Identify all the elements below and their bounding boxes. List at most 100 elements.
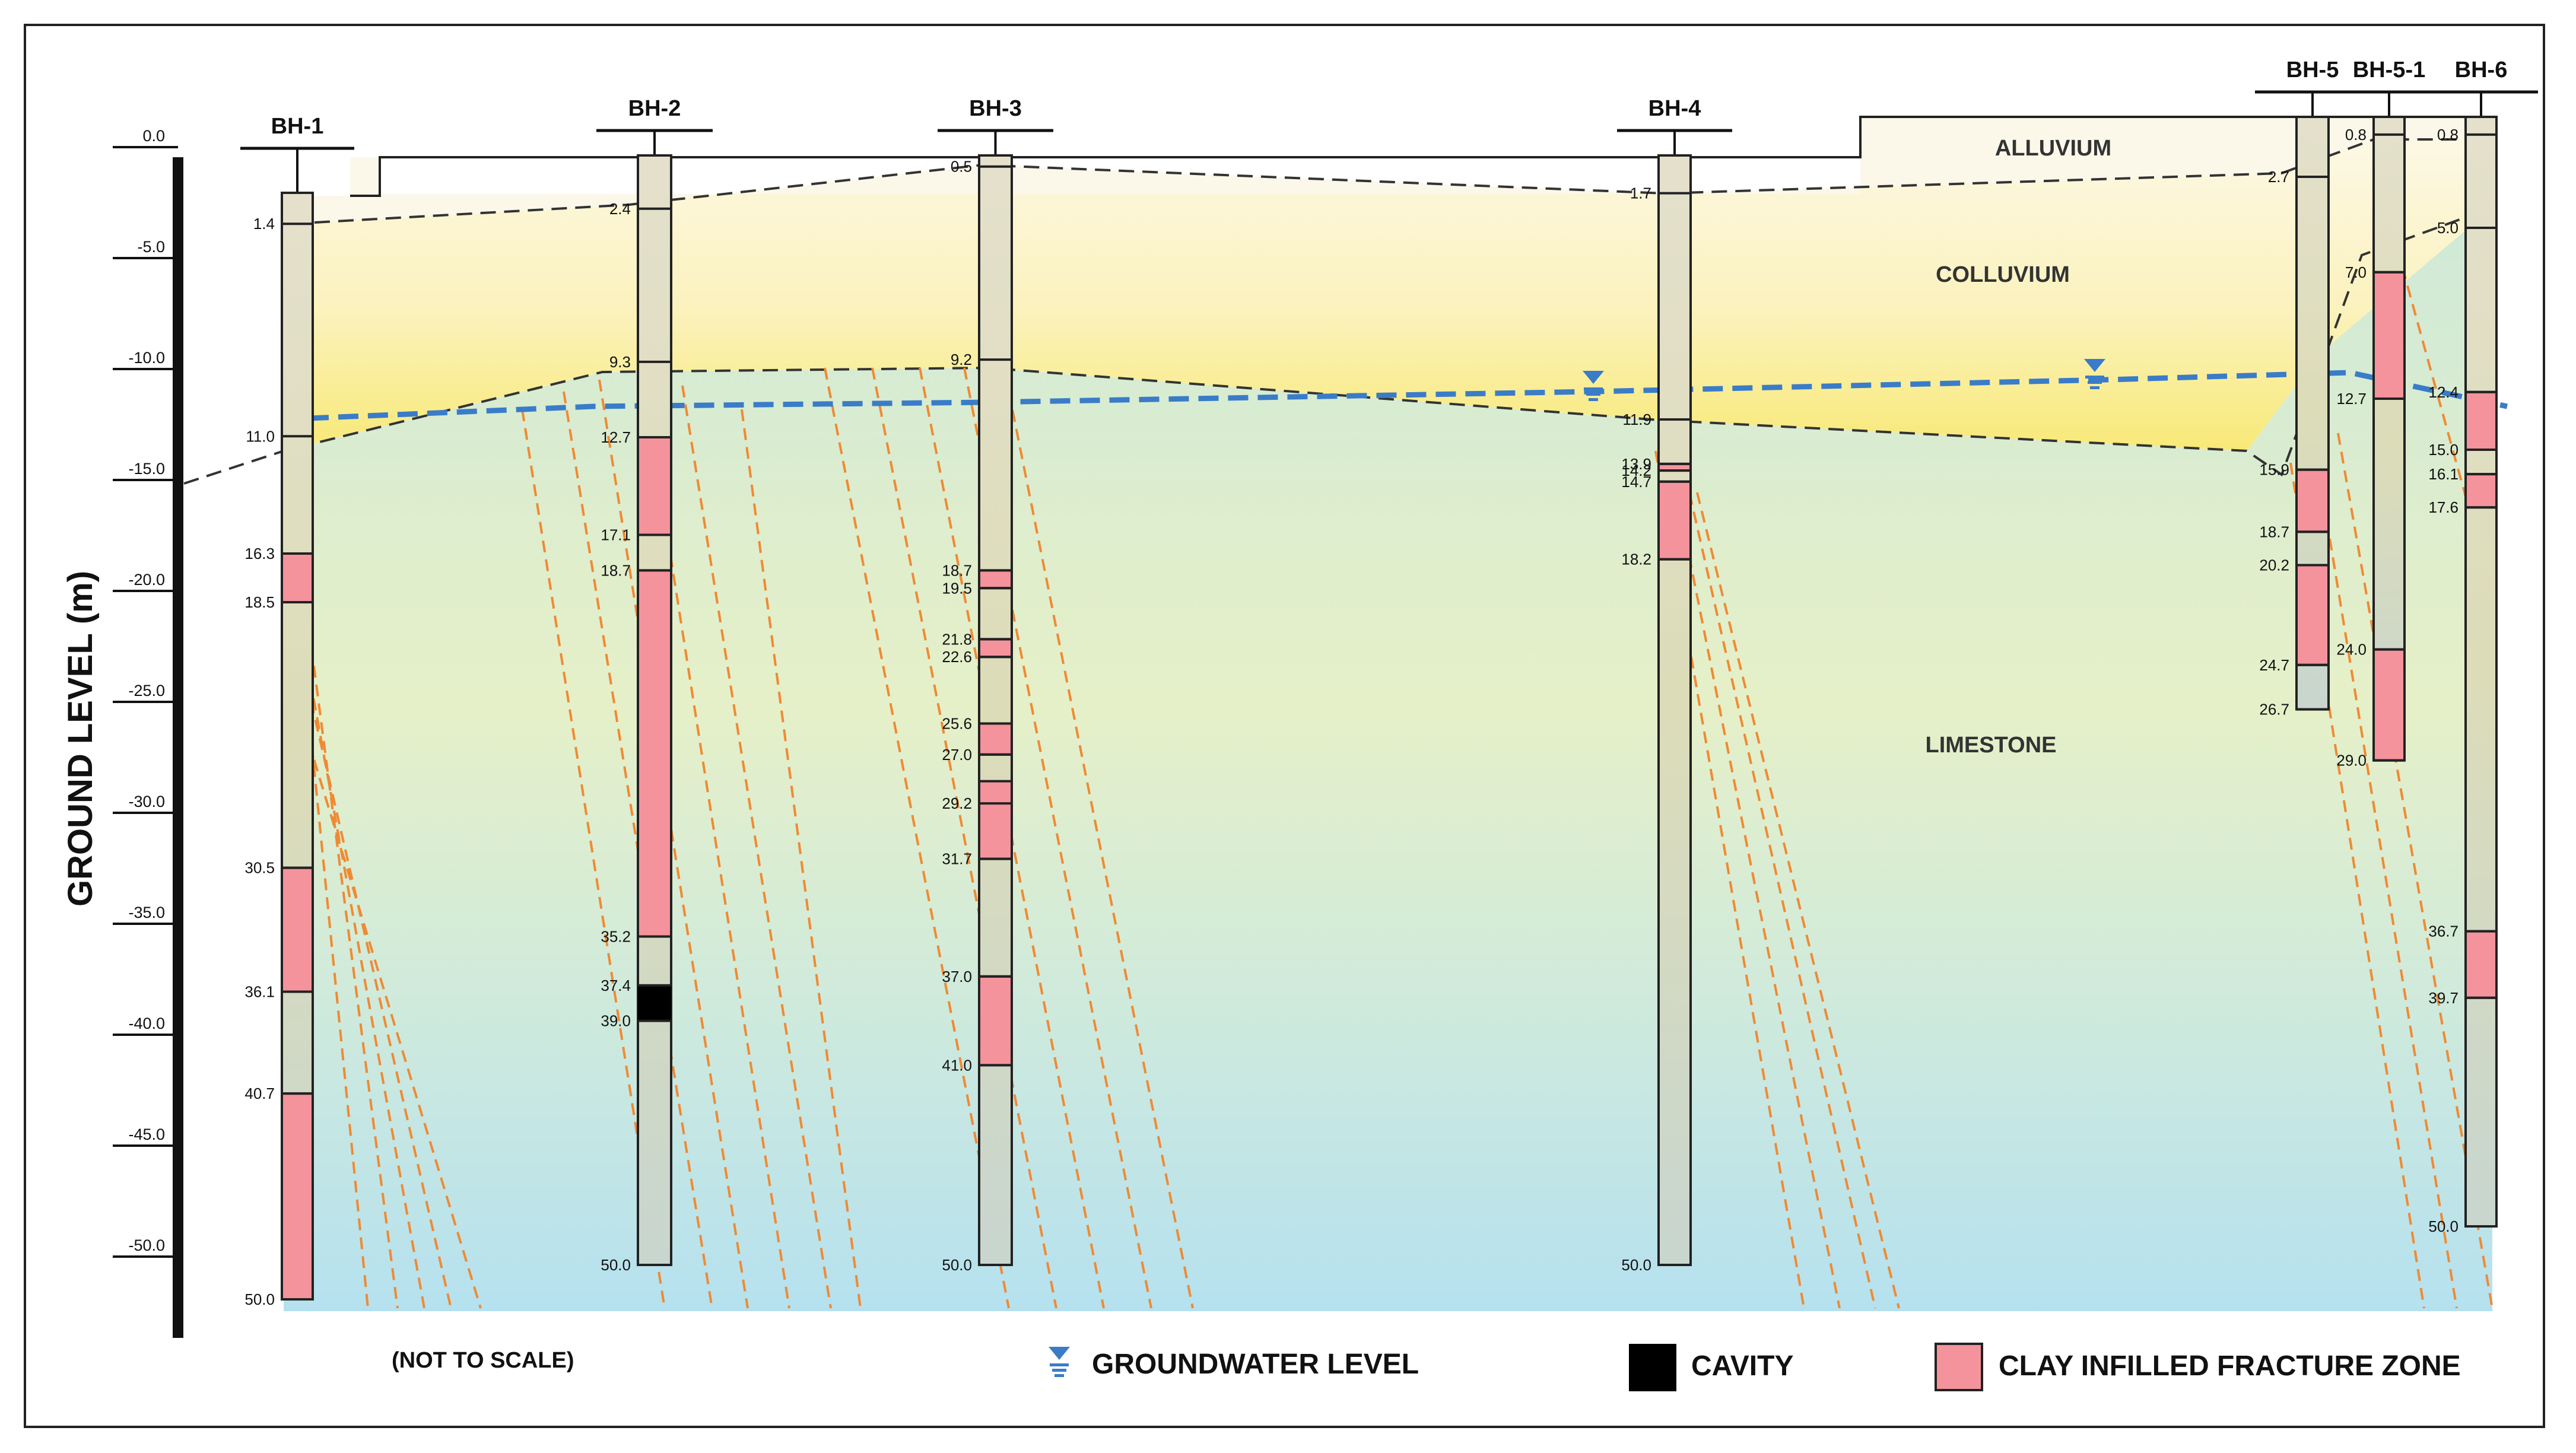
borehole: BH-22.49.312.717.118.735.237.439.050.0: [596, 96, 713, 1274]
groundwater-legend-icon: [1049, 1347, 1070, 1377]
depth-label: 16.3: [244, 545, 275, 562]
legend-cavity: CAVITY: [1629, 1344, 1793, 1391]
depth-label: 50.0: [1621, 1256, 1651, 1274]
depth-label: 17.1: [601, 526, 631, 544]
borehole: BH-41.711.913.914.214.718.250.0: [1617, 96, 1732, 1274]
fracture-line: [1008, 391, 1194, 1309]
depth-label: 31.7: [942, 850, 972, 868]
clay-zone: [281, 1092, 314, 1301]
cavity-swatch: [1629, 1344, 1676, 1391]
depth-label: 36.1: [244, 983, 275, 1001]
fracture-line: [598, 379, 749, 1309]
cavity-zone: [638, 985, 671, 1021]
clay-zone: [978, 569, 1013, 590]
legend: GROUNDWATER LEVEL CAVITY CLAY INFILLED F…: [1049, 1343, 2461, 1391]
clay-zone: [2295, 564, 2330, 666]
alluvium-layer: [284, 117, 2492, 225]
legend-cavity-label: CAVITY: [1691, 1350, 1793, 1382]
clay-zone: [2372, 648, 2406, 762]
axis-tick-label: -10.0: [128, 349, 165, 367]
depth-label: 24.7: [2259, 656, 2289, 674]
layer-label-colluvium: COLLUVIUM: [1936, 262, 2070, 287]
fracture-line: [301, 664, 452, 1309]
depth-label: 15.9: [2259, 461, 2289, 479]
depth-label: 15.0: [2428, 441, 2459, 459]
depth-label: 1.4: [253, 215, 275, 233]
legend-clay-label: CLAY INFILLED FRACTURE ZONE: [1999, 1350, 2461, 1382]
borehole: BH-52.715.918.720.224.726.7: [2255, 58, 2370, 718]
depth-label: 13.9: [1621, 455, 1651, 473]
depth-label: 40.7: [244, 1085, 275, 1102]
groundwater-marker: [1583, 371, 1604, 401]
axis-tick-label: -45.0: [128, 1125, 165, 1143]
axis-tick-label: -15.0: [128, 460, 165, 478]
depth-label: 29.0: [2336, 752, 2367, 770]
legend-clay: CLAY INFILLED FRACTURE ZONE: [1935, 1343, 2461, 1391]
clay-zone: [2295, 468, 2330, 533]
depth-label: 12.7: [2336, 390, 2367, 408]
depth-label: 7.0: [2345, 263, 2367, 281]
clay-zone: [637, 435, 672, 536]
depth-label: 12.4: [2428, 383, 2459, 401]
colluvium-layer: [284, 139, 2492, 451]
borehole-name: BH-1: [271, 114, 324, 139]
groundwater-table: [308, 359, 2508, 421]
depth-label: 18.7: [2259, 523, 2289, 540]
borehole-column: [1657, 154, 1692, 1266]
fracture-line: [2313, 444, 2458, 1309]
depth-label: 20.2: [2259, 556, 2289, 574]
boreholes: BH-11.411.016.318.530.536.140.750.0BH-22…: [240, 58, 2538, 1308]
clay-zone: [2372, 271, 2406, 400]
axis-tick-label: -40.0: [128, 1015, 165, 1032]
fracture-line: [1696, 492, 1900, 1309]
borehole-name: BH-2: [628, 96, 681, 121]
axis-tick-label: -25.0: [128, 682, 165, 700]
fracture-line: [1684, 474, 1876, 1309]
borehole-column: [978, 154, 1013, 1266]
not-to-scale-note: (NOT TO SCALE): [392, 1348, 574, 1373]
fracture-line: [296, 533, 399, 1309]
ground-level-axis: GROUND LEVEL (m) 0.0-5.0-10.0-15.0-20.0-…: [61, 127, 183, 1338]
depth-label: 0.8: [2345, 126, 2367, 144]
depth-label: 11.0: [246, 427, 275, 445]
axis-title: GROUND LEVEL (m): [61, 571, 100, 907]
clay-zone: [637, 569, 672, 938]
fracture-line: [1669, 462, 1841, 1309]
depth-label: 50.0: [244, 1290, 275, 1308]
ground-surface: [350, 116, 2492, 197]
borehole-name: BH-4: [1648, 96, 1701, 121]
depth-label: 9.2: [951, 351, 972, 368]
axis-tick-label: -35.0: [128, 904, 165, 921]
depth-label: 1.7: [1630, 185, 1651, 202]
groundwater-line: [308, 370, 2508, 421]
borehole: BH-30.59.218.719.521.822.625.627.029.231…: [938, 96, 1053, 1274]
depth-label: 50.0: [601, 1256, 631, 1274]
depth-label: 9.3: [609, 353, 631, 371]
legend-groundwater-label: GROUNDWATER LEVEL: [1092, 1349, 1419, 1380]
depth-label: 30.5: [244, 859, 275, 877]
limestone-layer: [284, 208, 2492, 1311]
clay-zone: [2464, 473, 2498, 509]
axis-tick-label: -20.0: [128, 571, 165, 589]
depth-label: 11.9: [1622, 411, 1651, 428]
borehole-column: [2464, 116, 2498, 1228]
depth-label: 41.0: [942, 1056, 972, 1074]
borehole-name: BH-5: [2286, 58, 2339, 82]
depth-label: 18.5: [244, 593, 275, 611]
borehole-name: BH-5-1: [2353, 58, 2425, 82]
depth-label: 0.8: [2437, 126, 2459, 144]
fracture-line: [2396, 249, 2494, 594]
fracture-line: [681, 385, 832, 1309]
depth-label: 27.0: [942, 746, 972, 764]
borehole: BH-1 1.4 11.0 16.3 18.5 30.5 36.1 40.7 50.0: [240, 114, 354, 1308]
depth-label: 35.2: [601, 927, 631, 945]
clay-zone: [978, 975, 1013, 1067]
layer-label-alluvium: ALLUVIUM: [1995, 136, 2111, 161]
depth-label: 5.0: [2437, 219, 2459, 237]
clay-zone: [281, 552, 314, 604]
fracture-line: [871, 367, 1057, 1309]
borehole: BH-5-10.87.012.724.029.0: [2332, 58, 2446, 770]
depth-label: 0.5: [951, 158, 972, 176]
axis-tick-label: -30.0: [128, 793, 165, 810]
